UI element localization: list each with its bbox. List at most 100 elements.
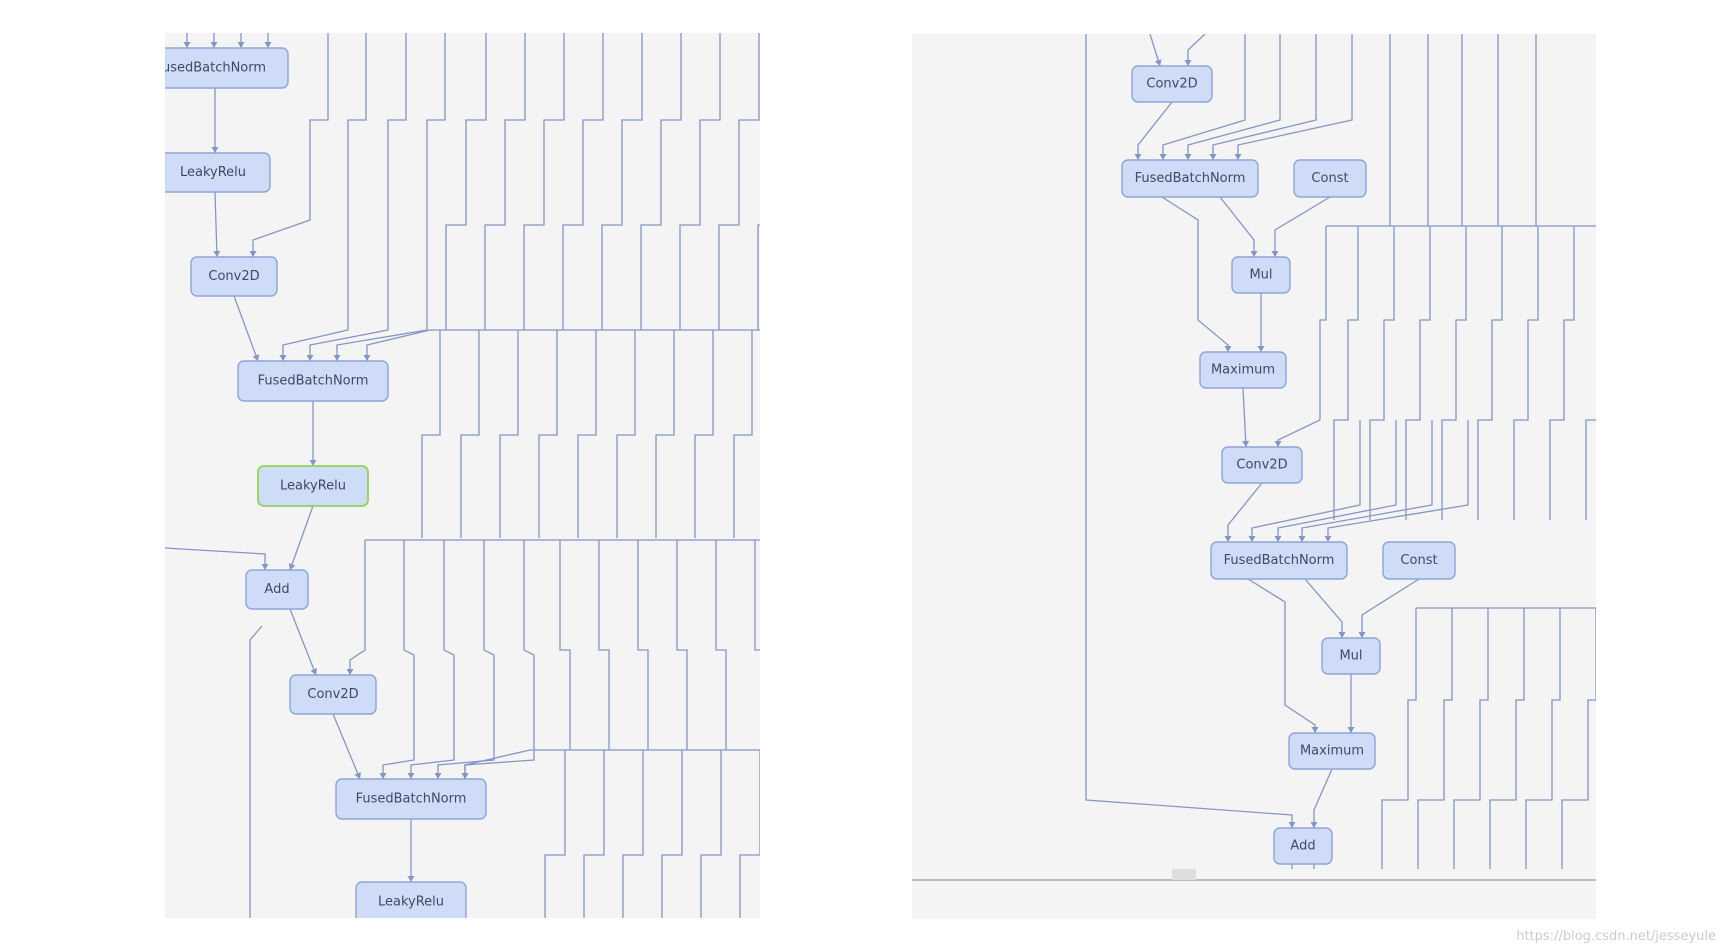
edge-arrowhead	[1271, 251, 1279, 257]
graph-edge	[1237, 34, 1353, 160]
node-label: Const	[1311, 171, 1348, 186]
edge-arrowhead	[1184, 60, 1192, 66]
edge-arrowhead	[434, 773, 442, 779]
graph-edge	[1361, 578, 1420, 638]
node-label: LeakyRelu	[280, 479, 346, 494]
graph-edge	[1489, 608, 1525, 869]
graph-edge	[289, 608, 317, 676]
edge-arrowhead	[306, 355, 314, 361]
edge-arrowhead	[309, 460, 317, 466]
graph-edge	[1477, 226, 1503, 520]
edge-arrowhead	[461, 773, 469, 779]
graph-edge	[616, 330, 636, 538]
graph-edge	[1327, 420, 1469, 542]
watermark: https://blog.csdn.net/jesseyule	[1516, 929, 1716, 944]
edge-arrowhead	[237, 42, 245, 48]
edge-arrowhead	[1159, 154, 1167, 160]
graph-edge	[309, 33, 407, 361]
graph-edge	[757, 224, 760, 330]
edge-arrowhead	[252, 354, 260, 361]
edge-arrowhead	[1311, 727, 1319, 733]
edge-arrowhead	[333, 355, 341, 361]
graph-edge	[601, 33, 643, 330]
graph-edge	[679, 33, 721, 330]
left-node-fusedbatchnorm[interactable]: FusedBatchNorm	[335, 778, 487, 820]
edge-arrowhead	[1338, 632, 1346, 638]
node-label: LeakyRelu	[180, 165, 246, 180]
graph-edge	[562, 33, 604, 330]
graph-edge	[779, 750, 799, 918]
graph-edge	[1417, 608, 1453, 869]
horizontal-scrollbar-thumb[interactable]	[1172, 869, 1196, 880]
node-label: Conv2D	[307, 687, 358, 702]
graph-edge	[718, 33, 760, 330]
graph-edge	[1187, 34, 1281, 160]
edge-arrowhead	[1257, 346, 1265, 352]
edge-arrowhead	[354, 772, 361, 779]
edge-arrowhead	[264, 42, 272, 48]
graph-edge	[410, 540, 455, 779]
graph-edge	[700, 750, 722, 918]
node-label: Add	[1290, 839, 1315, 854]
edge-arrowhead	[1274, 441, 1282, 447]
graph-edge	[1549, 226, 1575, 520]
node-label: Add	[264, 582, 289, 597]
left-node-conv2d[interactable]: Conv2D	[289, 674, 377, 715]
graph-edge	[622, 750, 644, 918]
edge-arrowhead	[1224, 346, 1232, 352]
right-node-maximum[interactable]: Maximum	[1199, 351, 1287, 389]
node-label: Mul	[1339, 649, 1362, 664]
edge-arrowhead	[1184, 154, 1192, 160]
edge-arrowhead	[1298, 536, 1306, 542]
right-node-add[interactable]: Add	[1273, 827, 1333, 865]
right-node-fusedbatchnorm[interactable]: FusedBatchNorm	[1121, 159, 1259, 198]
edge-arrowhead	[1310, 822, 1318, 828]
graph-edge	[1525, 608, 1561, 869]
left-node-conv2d[interactable]: Conv2D	[190, 256, 278, 297]
edge-arrowhead	[213, 250, 221, 257]
left-graph-panel[interactable]: usedBatchNormLeakyReluConv2DFusedBatchNo…	[140, 33, 838, 922]
edge-arrowhead	[1242, 440, 1250, 447]
left-node-add[interactable]: Add	[245, 569, 309, 610]
graph-edge	[1277, 420, 1397, 542]
node-label: Mul	[1249, 268, 1272, 283]
right-node-mul[interactable]: Mul	[1231, 256, 1291, 294]
node-label: FusedBatchNorm	[258, 374, 369, 389]
graph-edge	[754, 540, 760, 651]
graph-edge	[233, 295, 259, 362]
graph-edge	[1513, 226, 1539, 520]
left-node-leakyrelu[interactable]: LeakyRelu	[257, 465, 369, 507]
right-node-conv2d[interactable]: Conv2D	[1131, 65, 1213, 103]
right-node-const[interactable]: Const	[1293, 159, 1367, 198]
edge-arrowhead	[363, 355, 371, 361]
graph-edge	[1274, 196, 1331, 257]
right-node-mul[interactable]: Mul	[1321, 637, 1381, 675]
left-node-usedbatchnorm[interactable]: usedBatchNorm	[140, 47, 289, 89]
right-node-conv2d[interactable]: Conv2D	[1221, 446, 1303, 484]
graph-edge	[460, 330, 480, 538]
graph-edge	[640, 33, 682, 330]
graph-edge	[559, 540, 571, 750]
node-label: Maximum	[1300, 744, 1364, 759]
graph-edge	[1622, 226, 1646, 520]
node-label: FusedBatchNorm	[1135, 171, 1246, 186]
edge-arrowhead	[1248, 536, 1256, 542]
edge-arrowhead	[249, 251, 257, 257]
left-node-leakyrelu[interactable]: LeakyRelu	[355, 881, 467, 922]
graph-edge	[577, 330, 597, 538]
right-node-maximum[interactable]: Maximum	[1288, 732, 1376, 770]
edge-arrowhead	[1274, 536, 1282, 542]
right-node-const[interactable]: Const	[1382, 541, 1456, 580]
edge-arrowhead	[210, 42, 218, 48]
node-label: Conv2D	[1236, 458, 1287, 473]
edge-arrowhead	[407, 876, 415, 882]
right-node-fusedbatchnorm[interactable]: FusedBatchNorm	[1210, 541, 1348, 580]
graph-edge	[249, 625, 263, 918]
edge-arrowhead	[1209, 154, 1217, 160]
left-node-leakyrelu[interactable]: LeakyRelu	[156, 152, 271, 193]
node-label: Conv2D	[208, 269, 259, 284]
node-label: FusedBatchNorm	[356, 792, 467, 807]
left-node-fusedbatchnorm[interactable]: FusedBatchNorm	[237, 360, 389, 402]
graph-edge	[421, 330, 441, 538]
